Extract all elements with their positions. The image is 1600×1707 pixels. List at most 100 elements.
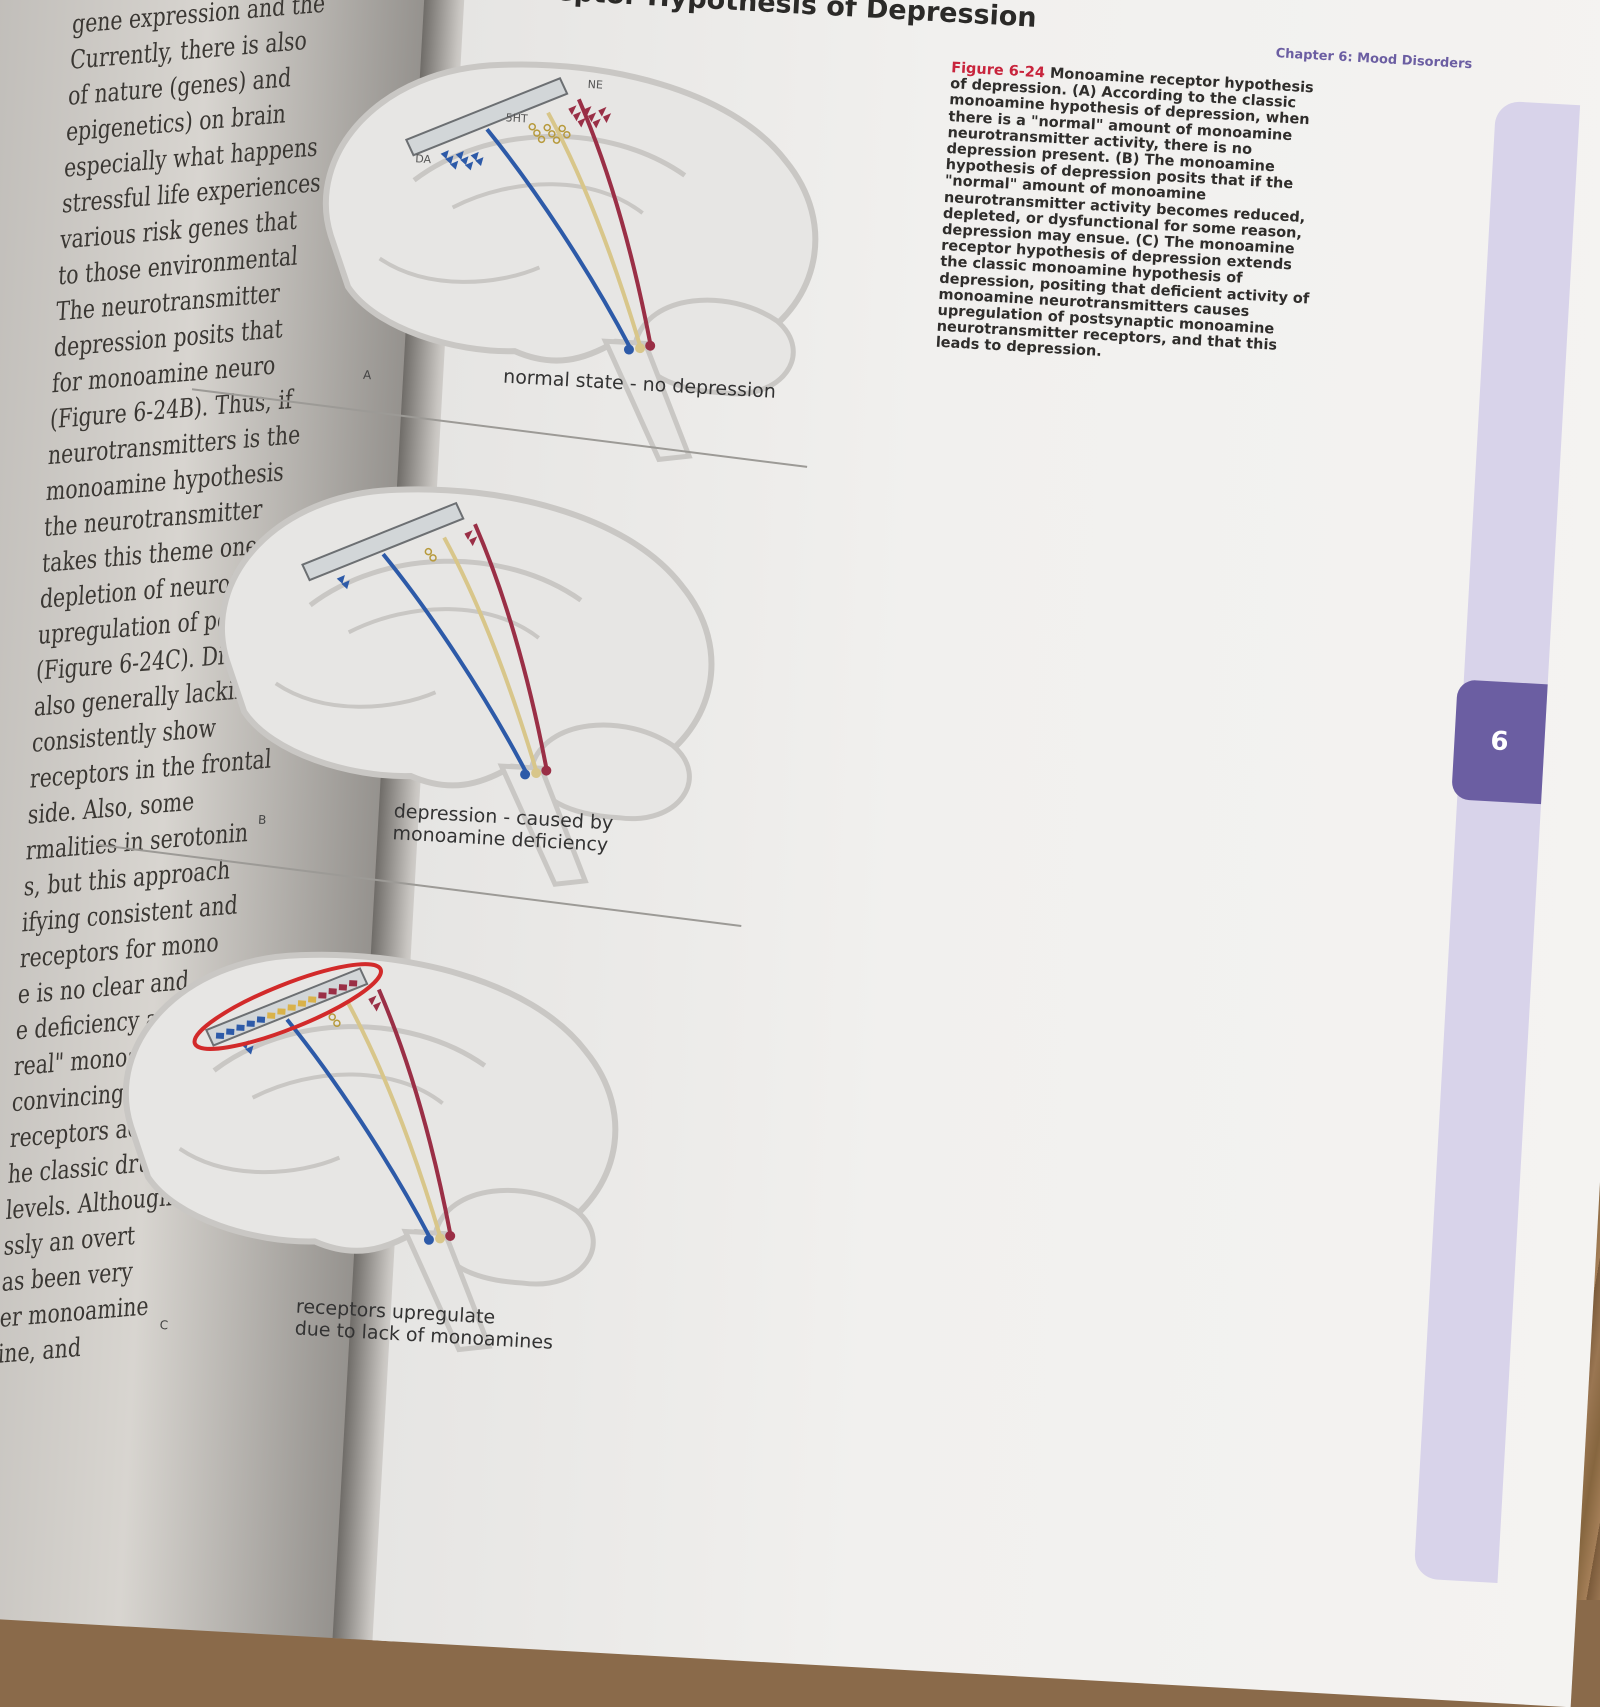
corpus-callosum [308, 558, 583, 608]
ne-molecule [572, 111, 582, 122]
ne-molecule [464, 530, 473, 540]
ne-molecule [577, 117, 586, 128]
dopamine-molecule [464, 161, 474, 171]
serotonin-molecule [552, 136, 561, 144]
ne-molecule [368, 995, 377, 1006]
serotonin-pathway [346, 1001, 443, 1237]
brain-sagittal-diagram-b [219, 486, 715, 887]
ne-molecule [372, 1001, 382, 1012]
corpus-callosum [412, 133, 687, 183]
dopamine-molecule [336, 575, 345, 584]
dopamine-molecule [440, 150, 449, 160]
serotonin-molecule [533, 129, 541, 137]
upregulated-receptor [267, 1012, 276, 1019]
upregulated-receptor [287, 1004, 296, 1011]
cerebellum-outline [528, 722, 692, 822]
ne-molecule [469, 536, 478, 547]
dopamine-terminal [423, 1234, 434, 1245]
dopamine-label: DA [415, 152, 432, 166]
brain-fold [347, 607, 540, 640]
upregulated-receptor [215, 1032, 225, 1040]
upregulated-receptor [226, 1028, 235, 1035]
serotonin-molecule [543, 123, 551, 132]
brainstem-outline [601, 338, 693, 463]
panel-c-letter: C [159, 1317, 169, 1333]
dopamine-molecule [445, 155, 454, 165]
caption-text: Monoamine receptor hypothesis of depress… [935, 65, 1315, 361]
panel-b: depression - caused by monoamine deficie… [145, 447, 787, 901]
upregulated-receptor [246, 1020, 255, 1027]
ne-pathway [577, 98, 653, 345]
serotonin-molecule [563, 130, 571, 139]
dopamine-pathway [285, 1018, 432, 1239]
postsynaptic-membrane [404, 76, 569, 157]
dopamine-terminal [520, 769, 531, 780]
serotonin-molecule [429, 554, 437, 562]
brain-fold [274, 681, 437, 709]
ne-molecule [602, 113, 612, 123]
cerebellum-outline [632, 297, 796, 397]
serotonin-molecule [424, 547, 433, 556]
brain-fold [178, 1147, 341, 1175]
upregulated-receptor [308, 996, 317, 1003]
ne-pathway [377, 988, 453, 1235]
dopamine-molecule [455, 151, 464, 160]
panel-c: receptors upregulate due to lack of mono… [49, 912, 691, 1366]
dopamine-pathway [485, 128, 632, 349]
upregulated-receptor [297, 1000, 307, 1007]
serotonin-pathway [546, 111, 643, 347]
dopamine-molecule [245, 1045, 254, 1055]
brain-fold [451, 182, 644, 215]
ne-label: NE [587, 78, 603, 92]
serotonin-label: 5HT [505, 111, 528, 125]
ne-molecule [598, 106, 607, 117]
ne-terminal [645, 340, 656, 351]
ne-molecule [568, 105, 577, 115]
corpus-callosum [212, 1024, 487, 1073]
dopamine-molecule [341, 580, 350, 590]
brain-sagittal-diagram-a: NE 5HT DA [322, 61, 819, 463]
dopamine-molecule [470, 151, 479, 161]
brainstem-outline [497, 763, 589, 887]
upregulated-receptor [348, 980, 358, 987]
postsynaptic-membrane [301, 501, 465, 582]
upregulation-highlight-ring [192, 962, 383, 1051]
brain-fold [251, 1072, 444, 1105]
ne-pathway [473, 523, 549, 769]
dopamine-pathway [381, 552, 528, 774]
serotonin-molecule [333, 1019, 341, 1028]
upregulated-receptor [318, 992, 327, 999]
brain-fold [378, 256, 541, 284]
right-page: 6 Chapter 6: Mood Disorders Monoamine Re… [96, 0, 1600, 1707]
ne-molecule [592, 118, 601, 129]
cerebellum-outline [432, 1187, 596, 1287]
running-head: Chapter 6: Mood Disorders [1275, 46, 1473, 73]
panel-b-letter: B [257, 812, 267, 828]
postsynaptic-membrane [204, 967, 369, 1047]
panel-a-letter: A [362, 367, 372, 383]
serotonin-molecule [558, 124, 566, 133]
serotonin-molecule [537, 135, 546, 144]
chapter-tab-strip [1413, 100, 1581, 1583]
dopamine-terminal [623, 344, 634, 355]
upregulated-receptor [236, 1024, 245, 1031]
upregulated-receptor [338, 984, 348, 991]
chapter-thumb-tab: 6 [1451, 679, 1548, 805]
dopamine-molecule [450, 160, 459, 170]
ne-terminal [541, 765, 552, 776]
serotonin-molecule [328, 1013, 336, 1021]
serotonin-terminal [435, 1233, 446, 1244]
upregulated-receptor [328, 988, 337, 995]
brain-sagittal-diagram-c [122, 951, 619, 1353]
serotonin-terminal [635, 343, 646, 354]
serotonin-pathway [442, 536, 539, 772]
figure-caption: Figure 6-24 Monoamine receptor hypothesi… [935, 60, 1331, 372]
upregulated-receptor [277, 1008, 286, 1015]
ne-terminal [445, 1230, 456, 1241]
ne-molecule [587, 112, 597, 123]
ne-molecule [583, 106, 592, 116]
brainstem-outline [401, 1228, 493, 1353]
dopamine-molecule [475, 157, 484, 166]
